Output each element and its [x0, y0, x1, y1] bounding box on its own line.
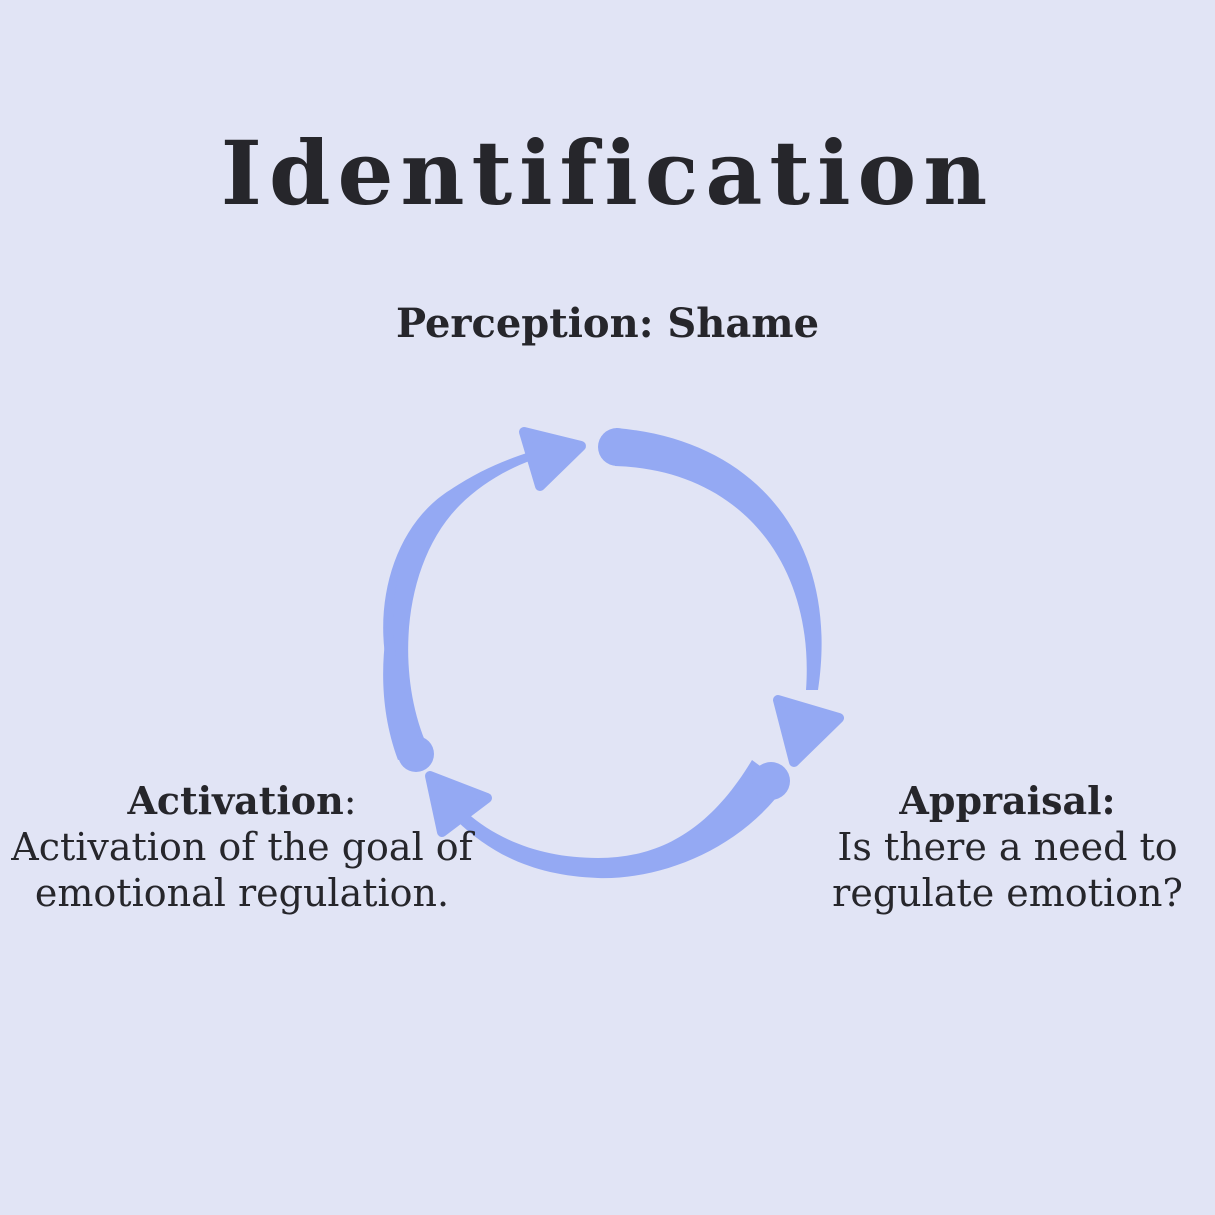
appraisal-node: Appraisal: Is there a need to regulate e… [800, 778, 1215, 916]
activation-node: Activation: Activation of the goal of em… [0, 778, 484, 916]
arc-appraisal-to-activation [456, 760, 786, 879]
appraisal-text-line2: regulate emotion? [832, 871, 1183, 915]
arc-appraisal-to-activation-cap [752, 762, 790, 800]
appraisal-heading: Appraisal: [899, 778, 1116, 823]
arc-activation-to-perception-body [383, 570, 433, 760]
arrowhead-perception [519, 427, 586, 491]
arc-activation-to-perception-cap [398, 736, 434, 772]
activation-heading: Activation: [127, 778, 357, 823]
appraisal-text-line1: Is there a need to [837, 825, 1178, 869]
arrowhead-activation [425, 771, 492, 837]
diagram-title: Identification [220, 121, 995, 225]
arc-perception-to-appraisal [615, 428, 822, 690]
activation-text-line1: Activation of the goal of [11, 825, 473, 869]
arc-activation-to-perception [383, 452, 532, 752]
arrowhead-appraisal [773, 695, 844, 767]
activation-text-line2: emotional regulation. [34, 871, 450, 915]
perception-label: Perception: Shame [395, 300, 820, 347]
arc-perception-to-appraisal-cap [598, 428, 636, 466]
